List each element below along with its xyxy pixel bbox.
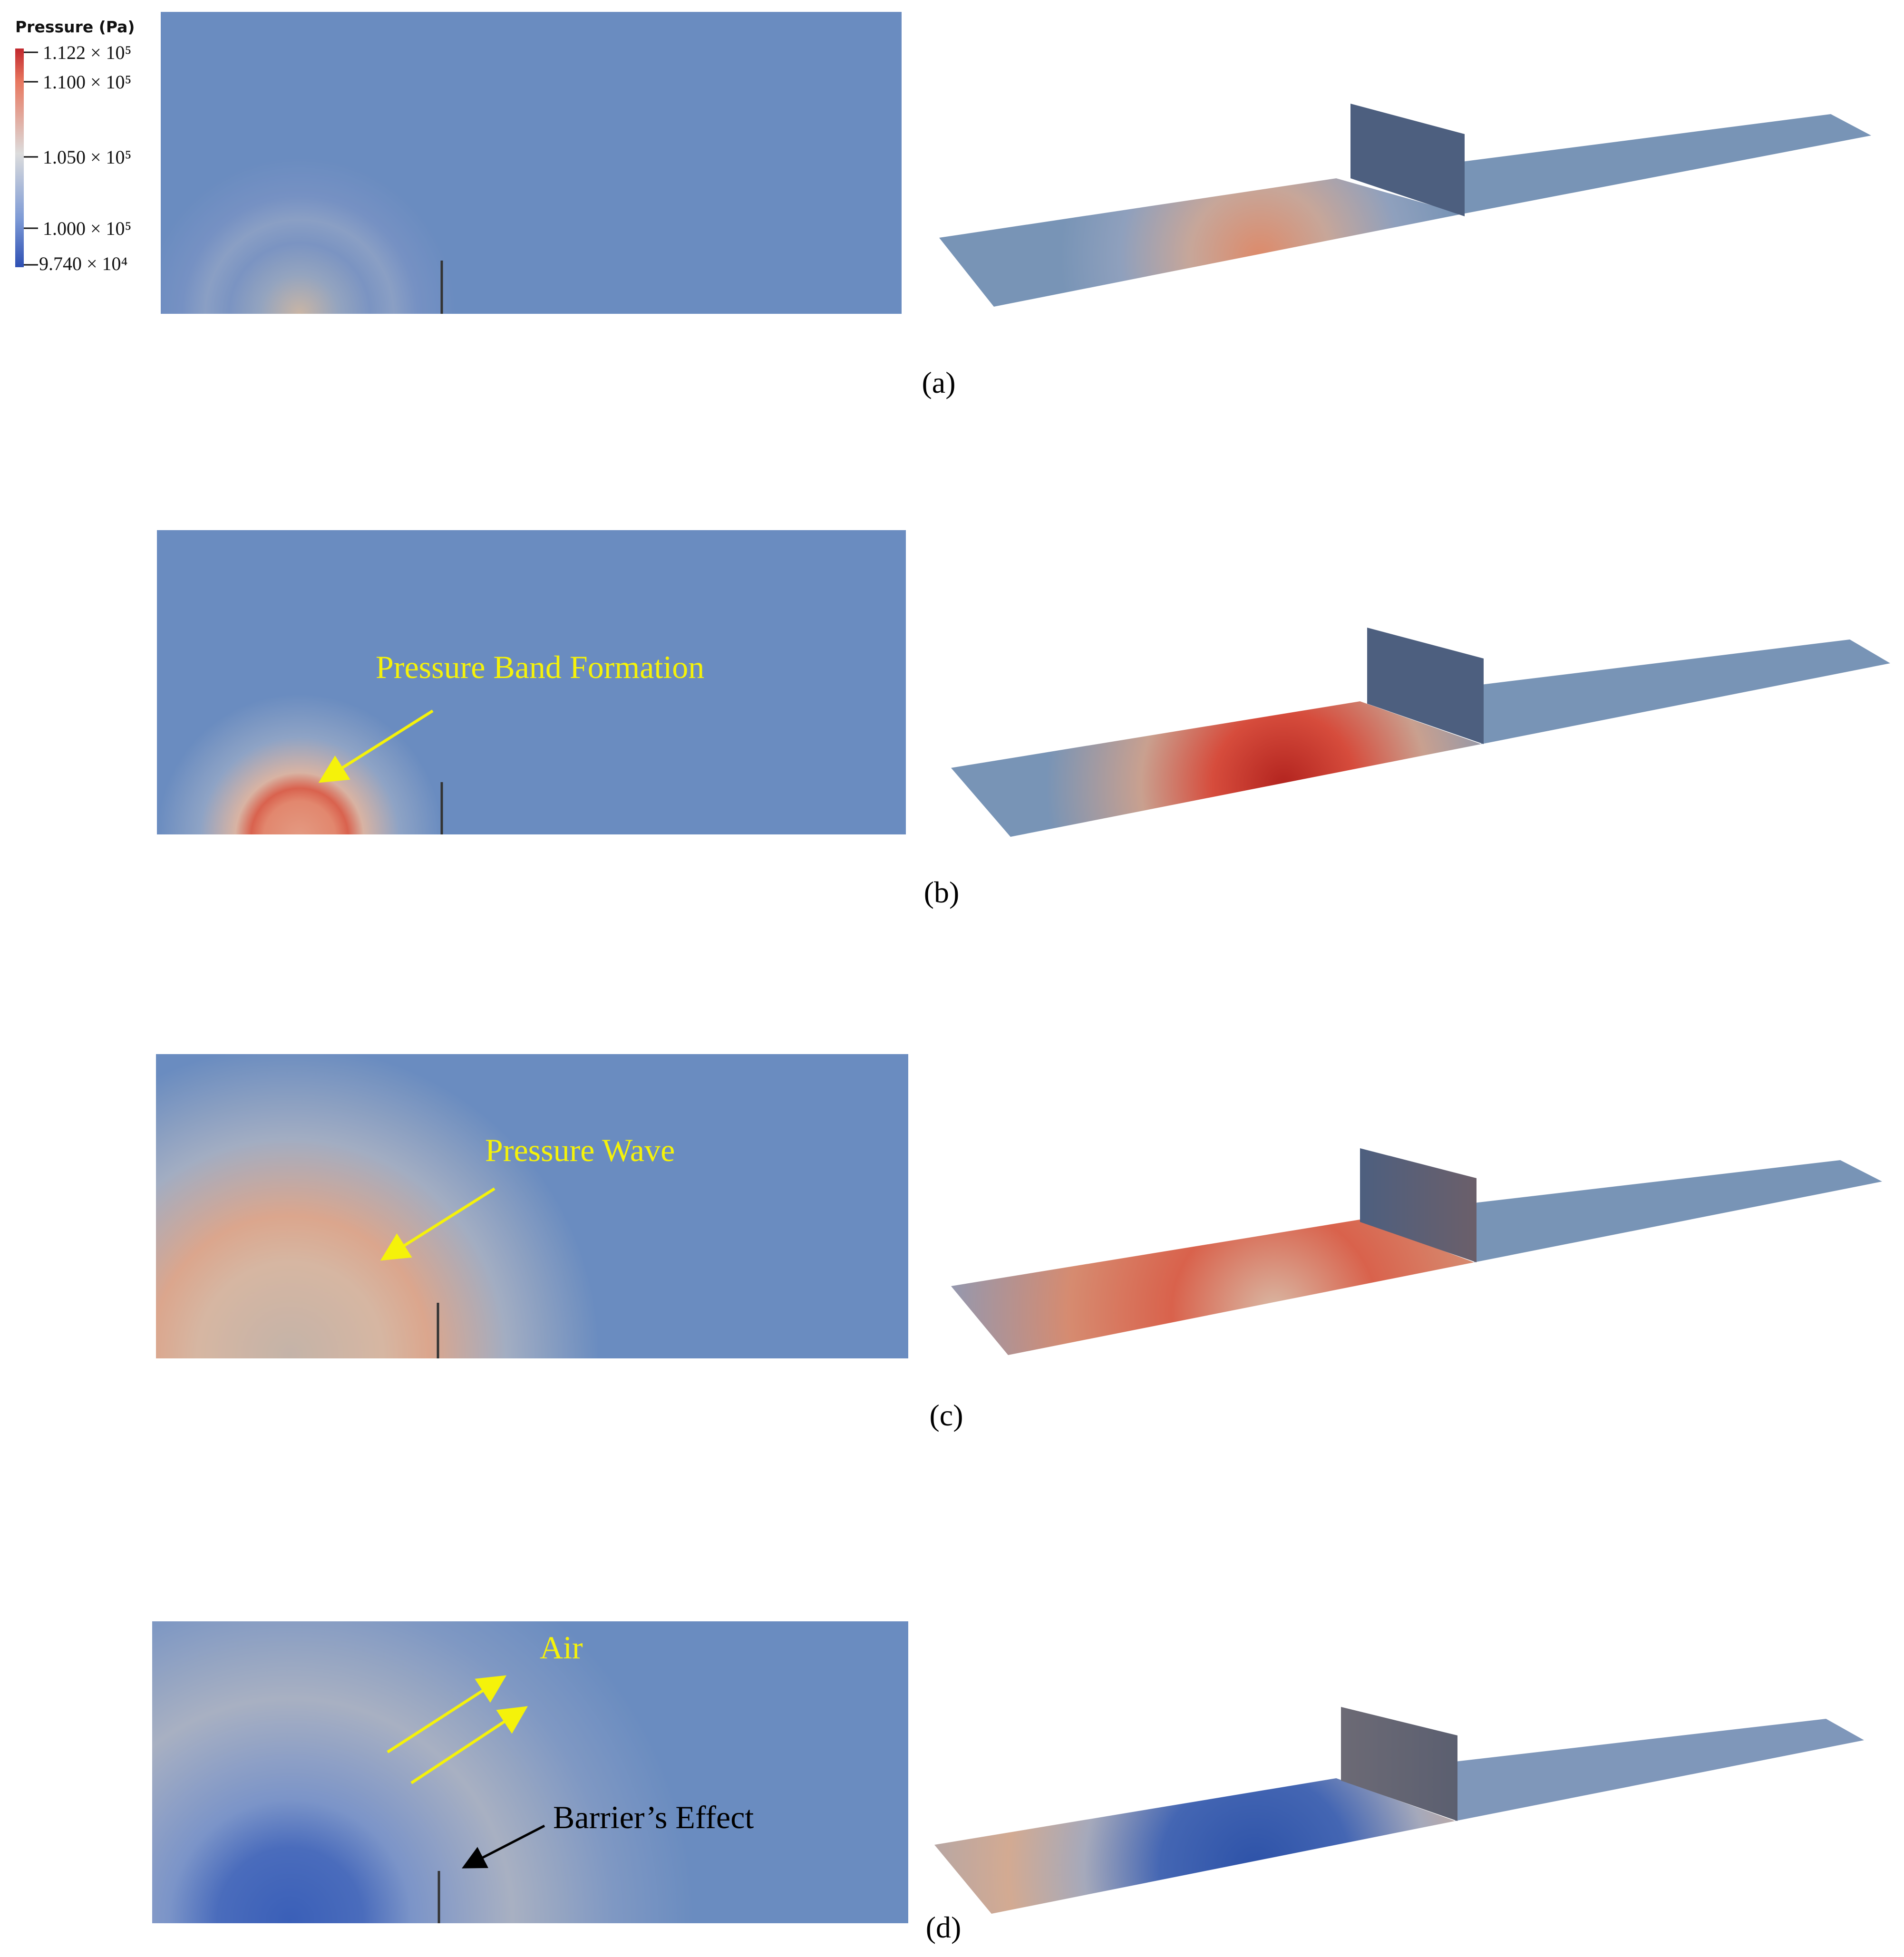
panel-label: (b) <box>924 875 960 909</box>
surface-3d-downstream <box>1481 639 1890 744</box>
legend-tick-label: 1.000 × 10⁵ <box>43 218 132 239</box>
domain-2d <box>161 12 902 314</box>
air-arrow <box>410 1706 528 1784</box>
domain-3d <box>939 104 1871 307</box>
surface-3d-upstream <box>951 701 1481 837</box>
panel-a: (a) <box>161 12 1871 399</box>
domain-3d <box>951 1148 1882 1355</box>
legend-tick-label: 9.740 × 10⁴ <box>39 253 128 274</box>
domain-2d <box>156 1054 908 1358</box>
surface-3d-downstream <box>1462 114 1871 214</box>
surface-3d-downstream <box>1455 1719 1864 1821</box>
annotation-arrow <box>380 1187 495 1261</box>
legend-tick-label: 1.122 × 10⁵ <box>43 42 132 63</box>
barrier-3d <box>1360 1148 1477 1262</box>
panel-label: (a) <box>922 366 955 399</box>
legend-tick-label: 1.050 × 10⁵ <box>43 146 132 168</box>
domain-2d <box>157 530 906 834</box>
surface-3d-upstream <box>951 1220 1474 1355</box>
annotation-pressure-band: Pressure Band Formation <box>376 649 704 685</box>
barrier-3d <box>1341 1707 1457 1821</box>
annotation-pressure-wave: Pressure Wave <box>485 1132 675 1168</box>
legend-tick-label: 1.100 × 10⁵ <box>43 71 132 93</box>
barrier-3d <box>1350 104 1465 216</box>
surface-3d-downstream <box>1474 1160 1882 1262</box>
surface-3d-upstream <box>934 1778 1455 1914</box>
pressure-legend: Pressure (Pa) 1.122 × 10⁵ 1.100 × 10⁵ 1.… <box>15 18 135 274</box>
panel-b: Pressure Band Formation (b) <box>157 530 1890 909</box>
legend-title: Pressure (Pa) <box>15 18 135 36</box>
annotation-arrow <box>318 709 434 783</box>
domain-3d <box>934 1707 1864 1914</box>
air-arrow <box>387 1675 507 1754</box>
colorbar <box>15 48 24 267</box>
panel-label: (d) <box>926 1910 962 1944</box>
domain-2d <box>152 1621 908 1923</box>
surface-3d-upstream <box>939 178 1462 307</box>
annotation-arrow <box>462 1824 545 1869</box>
annotation-air: Air <box>540 1629 583 1666</box>
panel-label: (c) <box>929 1398 963 1432</box>
panel-d: Air Barrier’s Effect (d) <box>152 1621 1864 1944</box>
annotation-barrier-effect: Barrier’s Effect <box>553 1799 754 1835</box>
barrier-3d <box>1367 628 1484 744</box>
panel-c: Pressure Wave (c) <box>156 1054 1882 1432</box>
domain-3d <box>951 628 1890 837</box>
